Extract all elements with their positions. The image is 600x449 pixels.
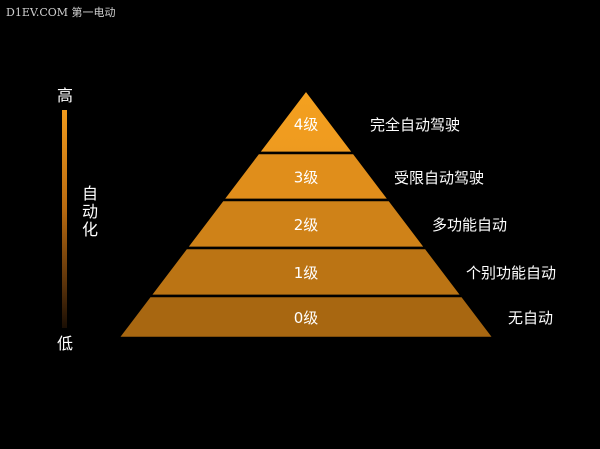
level-description-2: 多功能自动: [432, 216, 508, 234]
level-description-0: 无自动: [508, 309, 554, 327]
pyramid-layer-0: [115, 294, 497, 340]
level-description-4: 完全自动驾驶: [370, 115, 461, 134]
level-description-3: 受限自动驾驶: [394, 168, 485, 187]
level-description-1: 个别功能自动: [466, 264, 557, 282]
level-label-1: 1级: [294, 264, 319, 282]
axis-high-label: 高: [56, 86, 73, 105]
axis-title: 自动化: [79, 185, 98, 239]
pyramid-layers: 4级 3级 2级 1级 0级: [115, 87, 497, 340]
automation-gradient-bar: [62, 110, 67, 328]
level-label-0: 0级: [294, 309, 319, 327]
level-label-4: 4级: [294, 116, 319, 134]
level-label-3: 3级: [294, 169, 319, 187]
watermark: D1EV.COM 第一电动: [6, 6, 116, 19]
level-label-2: 2级: [294, 216, 319, 234]
axis-low-label: 低: [56, 334, 73, 353]
